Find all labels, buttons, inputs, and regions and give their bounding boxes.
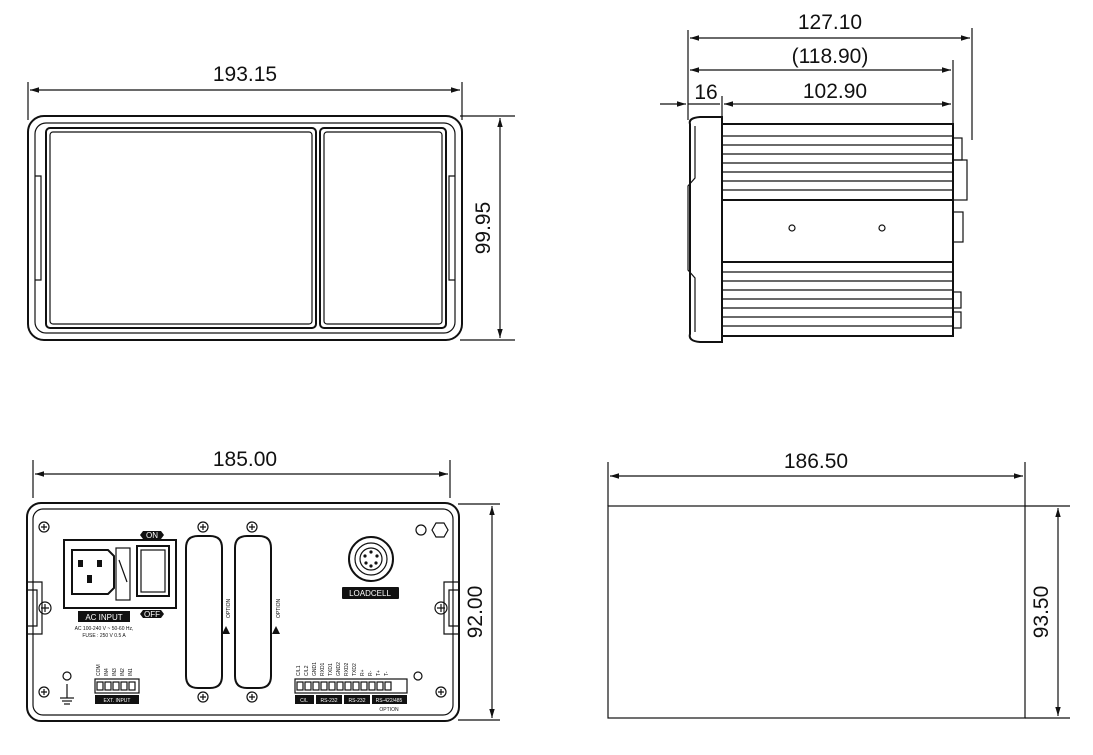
ext-pin-3: IN2 <box>120 668 126 676</box>
front-height-label: 99.95 <box>472 202 495 255</box>
rear-corner-screws <box>38 521 447 698</box>
rear-width-label: 185.00 <box>213 448 277 471</box>
ac-input-label: AC INPUT <box>85 613 122 622</box>
off-badge: OFF <box>140 610 164 619</box>
io-pin-4: TXD1 <box>328 663 334 676</box>
cutout-view: 186.50 93.50 <box>607 450 1070 719</box>
front-width-label: 193.15 <box>213 63 277 86</box>
option-bottom-label: OPTION <box>379 707 399 713</box>
side-view: 127.10 (118.90) 16 102.90 <box>660 11 973 343</box>
ac-spec-line-1: AC 100-240 V ~ 50-60 Hz, <box>75 626 134 632</box>
side-overall-label: 127.10 <box>798 11 862 34</box>
ext-pin-0: COM <box>96 664 102 676</box>
rear-ground-stud <box>415 524 427 536</box>
io-pin-3: RXD1 <box>320 662 326 676</box>
ext-pin-2: IN3 <box>112 668 118 676</box>
ac-spec-line-2: FUSE : 250 V 0.5 A <box>82 633 126 639</box>
io-pin-7: TXD2 <box>352 663 358 676</box>
side-bezel <box>688 116 723 343</box>
rear-height-label: 92.00 <box>464 586 487 639</box>
on-badge: ON <box>140 531 164 540</box>
io-group-0: C/L <box>300 698 308 704</box>
ext-pin-4: IN1 <box>128 668 134 676</box>
cutout-rectangle <box>607 505 1026 719</box>
loadcell-label: LOADCELL <box>349 589 391 598</box>
front-clip-left <box>35 175 42 281</box>
front-view: 193.15 99.95 <box>27 63 515 341</box>
option-slot-1-label: OPTION <box>226 598 232 618</box>
off-label: OFF <box>144 610 160 619</box>
io-pin-5: GND2 <box>336 662 342 676</box>
side-rear-connectors <box>952 137 968 329</box>
io-group-3: RS-422/485 <box>376 698 403 704</box>
io-pin-0: C/L1 <box>296 665 302 676</box>
front-display-inner <box>49 131 313 325</box>
rear-panel-outer <box>26 502 460 722</box>
io-pin-11: T- <box>384 671 390 676</box>
iec-inlet <box>71 549 115 595</box>
side-screw-hole-1 <box>788 224 796 232</box>
side-screw-hole-2 <box>878 224 886 232</box>
side-fins-top <box>722 135 953 201</box>
loadcell-connector: LOADCELL <box>342 536 399 599</box>
io-group-1: RS-232 <box>321 698 338 704</box>
side-depth-label: 102.90 <box>803 80 867 103</box>
ext-input-terminal: COM IN4 IN3 IN2 IN1 EXT. INPUT <box>94 664 140 704</box>
front-clip-right <box>448 175 455 281</box>
cutout-width-label: 186.50 <box>784 450 848 473</box>
side-bezel-label: 16 <box>694 81 717 104</box>
io-pin-10: T+ <box>376 670 382 676</box>
ext-pin-1: IN4 <box>104 668 110 676</box>
rear-bracket-left <box>27 581 52 635</box>
ext-input-label: EXT. INPUT <box>104 698 131 704</box>
io-group-2: RS-232 <box>349 698 366 704</box>
io-pin-1: C/L2 <box>304 665 310 676</box>
side-body <box>721 123 954 337</box>
io-pin-8: R+ <box>360 669 366 676</box>
ground-icon <box>60 684 74 705</box>
front-bezel-outer <box>27 115 463 341</box>
io-pin-6: RXD2 <box>344 662 350 676</box>
option-slot-2-label: OPTION <box>276 598 282 618</box>
ac-input-badge: AC INPUT <box>78 611 130 622</box>
rear-hex-nut <box>431 522 449 538</box>
rear-bracket-right <box>434 581 459 635</box>
side-body-label: (118.90) <box>792 45 869 68</box>
option-slot-1: OPTION <box>185 521 232 703</box>
side-bezel-profile <box>687 126 696 332</box>
io-pin-2: GND1 <box>312 662 318 676</box>
io-terminal: C/L1 C/L2 GND1 RXD1 TXD1 GND2 RXD2 TXD2 … <box>294 662 408 713</box>
io-pin-9: R- <box>368 670 374 676</box>
ac-power-module <box>63 539 177 609</box>
front-keypad-window <box>319 127 447 329</box>
rear-view: 185.00 92.00 <box>26 448 500 722</box>
fuse-holder <box>115 547 131 601</box>
front-display-window <box>45 127 317 329</box>
cutout-height-label: 93.50 <box>1030 586 1053 639</box>
power-switch[interactable] <box>136 545 170 597</box>
front-bezel-inner <box>34 122 456 334</box>
side-fins-bottom <box>722 271 953 327</box>
front-keypad-inner <box>323 131 443 325</box>
rear-panel-inner <box>32 508 454 716</box>
on-label: ON <box>146 531 158 540</box>
option-slot-2: OPTION <box>234 521 282 703</box>
